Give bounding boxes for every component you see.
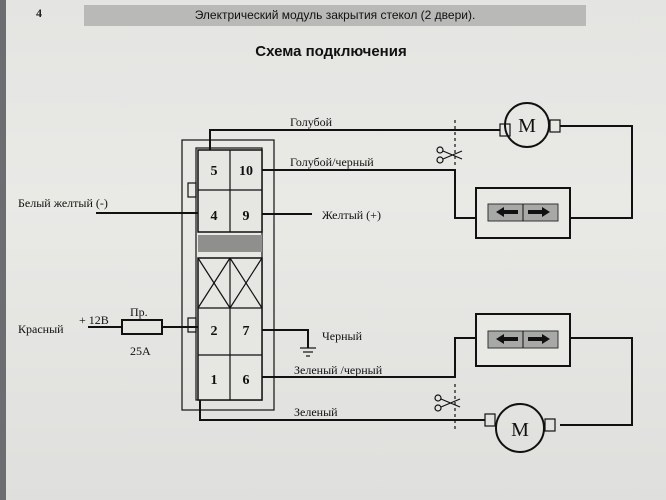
header-title: Электрический модуль закрытия стекол (2 … <box>194 8 476 22</box>
connector-separator <box>198 235 262 252</box>
label-yellow: Желтый (+) <box>322 208 381 222</box>
wire-green <box>199 400 485 421</box>
fuse <box>121 319 163 335</box>
wire-black <box>262 329 309 348</box>
page-number: 4 <box>36 6 42 20</box>
bottom-switch-right-arrow-icon <box>528 334 550 344</box>
module-housing <box>181 139 275 411</box>
bottom-motor <box>495 403 545 453</box>
wire-blue-black <box>262 169 476 219</box>
pin-2: 2 <box>211 324 218 339</box>
wire-blue <box>209 129 500 150</box>
scheme-title: Схема подключения <box>255 43 407 60</box>
top-switch-right-arrow-icon <box>528 207 550 217</box>
pin-10: 10 <box>239 164 253 179</box>
fuse-name: Пр. <box>130 305 148 319</box>
bottom-scissors-icon <box>434 394 461 412</box>
pin-4: 4 <box>211 209 218 224</box>
label-blue: Голубой <box>290 115 333 129</box>
bottom-switch-left-arrow-icon <box>496 334 518 344</box>
label-plus-12v: + 12В <box>79 313 109 327</box>
manual-page: 4 Электрический модуль закрытия стекол (… <box>6 0 666 500</box>
fuse-rating: 25А <box>130 344 151 358</box>
pin-1: 1 <box>211 373 218 388</box>
label-green-black: Зеленый /черный <box>294 363 383 377</box>
label-white-yellow: Белый желтый (-) <box>18 196 108 210</box>
label-blue-black: Голубой/черный <box>290 155 374 169</box>
top-scissors-icon <box>436 146 463 164</box>
pin-9: 9 <box>243 209 250 224</box>
label-black: Черный <box>322 329 363 343</box>
label-red: Красный <box>18 322 64 336</box>
ground-icon <box>300 347 316 357</box>
top-motor-label: M <box>518 115 536 137</box>
wire-top-motor-return <box>560 125 633 219</box>
header-bar: Электрический модуль закрытия стекол (2 … <box>84 5 586 26</box>
pin-7: 7 <box>243 324 250 339</box>
pin-6: 6 <box>243 373 250 388</box>
pin-5: 5 <box>211 164 218 179</box>
label-green: Зеленый <box>294 405 338 419</box>
top-switch-left-arrow-icon <box>496 207 518 217</box>
wire-green-black <box>262 337 476 378</box>
top-motor <box>504 102 550 148</box>
wire-bottom-motor-return <box>560 337 633 426</box>
bottom-motor-label: M <box>511 419 529 441</box>
